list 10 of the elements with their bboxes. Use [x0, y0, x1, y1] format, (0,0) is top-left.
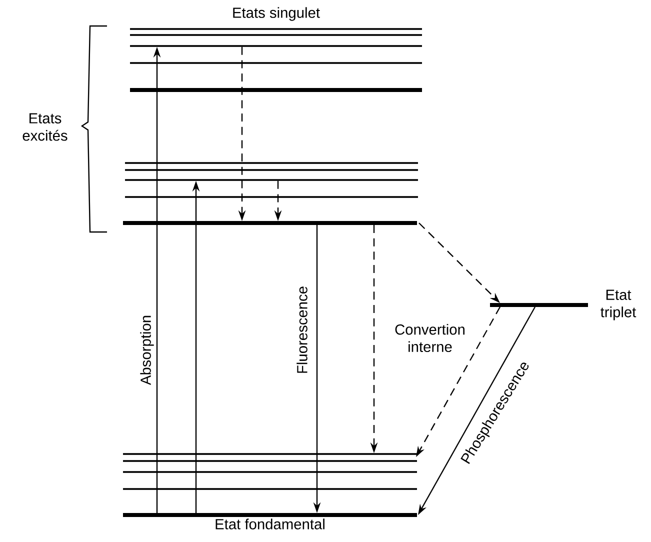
- energy-level: [130, 88, 422, 92]
- node-label: Etat fondamental: [216, 518, 324, 530]
- energy-level: Etat triplet: [490, 290, 636, 320]
- state-label: Etats excités: [22, 113, 68, 141]
- edge-label: Fluorescence: [296, 286, 308, 373]
- edge-label: Convertion interne: [395, 324, 464, 352]
- state-label: Etats singulet: [233, 7, 320, 21]
- node-label: Etat triplet: [600, 290, 636, 320]
- energy-level: Etat fondamental: [123, 513, 417, 530]
- edge-label: Absorption: [140, 316, 154, 386]
